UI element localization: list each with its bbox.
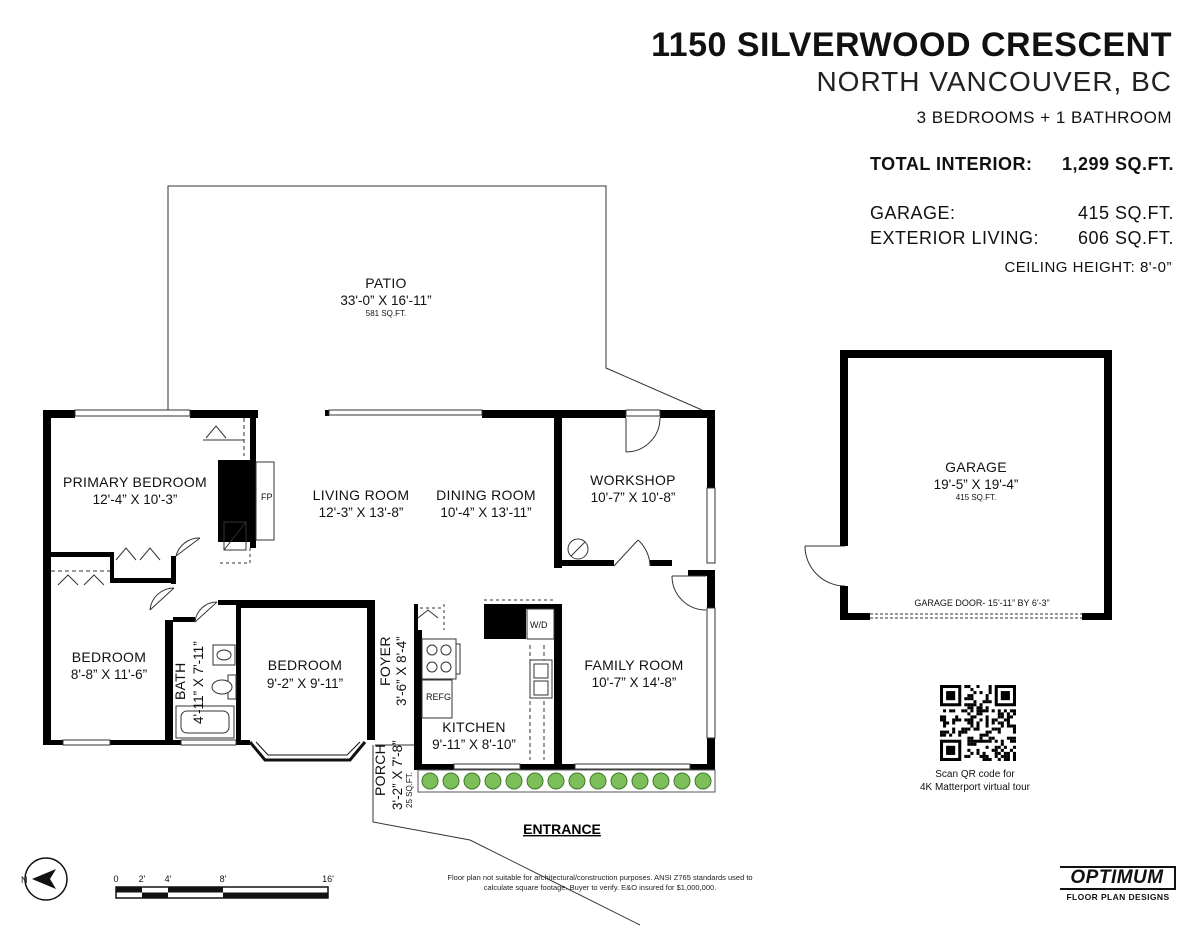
living-room-name: LIVING ROOM bbox=[313, 487, 410, 503]
bay-window bbox=[248, 741, 367, 762]
property-address: 1150 SILVERWOOD CRESCENT bbox=[651, 26, 1172, 64]
shrub-icon bbox=[694, 772, 712, 790]
qr-caption-line-2: 4K Matterport virtual tour bbox=[919, 782, 1031, 793]
porch-dims: 3'-2” X 7'-8” bbox=[390, 740, 405, 810]
disclaimer-line-2: calculate square footage. Buyer to verif… bbox=[483, 883, 717, 892]
bath-name: BATH bbox=[172, 663, 188, 701]
shrub-icon bbox=[589, 772, 607, 790]
dining-room-name: DINING ROOM bbox=[436, 487, 536, 503]
bedroom-left-name: BEDROOM bbox=[72, 649, 146, 665]
walls bbox=[43, 410, 715, 770]
total-interior-label: TOTAL INTERIOR: bbox=[870, 154, 1033, 174]
qr-caption-line-1: Scan QR code for bbox=[935, 769, 1015, 780]
property-city: NORTH VANCOUVER, BC bbox=[816, 66, 1172, 97]
ceiling-height: CEILING HEIGHT: 8'-0” bbox=[1004, 259, 1172, 276]
windows bbox=[62, 409, 716, 770]
bedroom-mid-dims: 9'-2” X 9'-11” bbox=[267, 676, 343, 691]
bedroom-left-dims: 8'-8” X 11'-6” bbox=[71, 667, 147, 682]
living-room-dims: 12'-3” X 13'-8” bbox=[319, 505, 404, 520]
scale-bar: 0 2' 4' 8' 16' bbox=[113, 874, 334, 899]
shrub-icon bbox=[505, 772, 523, 790]
garden-strip bbox=[417, 769, 716, 793]
foyer-dims: 3'-6” X 8'-4” bbox=[394, 636, 409, 706]
garage-walls bbox=[840, 350, 1112, 620]
garage-area-row: GARAGE: 415 SQ.FT. bbox=[870, 203, 1174, 224]
washer-dryer-label: W/D bbox=[530, 620, 548, 630]
family-room-dims: 10'-7” X 14'-8” bbox=[592, 675, 677, 690]
dining-room-dims: 10'-4” X 13'-11” bbox=[440, 505, 531, 520]
scale-label-0: 0 bbox=[113, 874, 118, 884]
brand-logo: OPTIMUM FLOOR PLAN DESIGNS bbox=[1060, 866, 1176, 902]
entrance-label: ENTRANCE bbox=[523, 821, 601, 837]
exterior-area-label: EXTERIOR LIVING: bbox=[870, 228, 1040, 248]
patio-outline bbox=[167, 185, 703, 413]
fireplace-label: FP bbox=[261, 492, 273, 502]
shrub-icon bbox=[652, 772, 670, 790]
garage-area: 415 SQ.FT. bbox=[956, 493, 996, 502]
shrub-icon bbox=[442, 772, 460, 790]
scale-label-8: 8' bbox=[220, 874, 227, 884]
shrub-icon bbox=[421, 772, 439, 790]
garage-area-label: GARAGE: bbox=[870, 203, 956, 223]
disclaimer: Floor plan not suitable for architectura… bbox=[430, 873, 770, 893]
foyer-name: FOYER bbox=[377, 636, 393, 686]
bedroom-mid-name: BEDROOM bbox=[268, 657, 342, 673]
shrub-icon bbox=[673, 772, 691, 790]
porch-name: PORCH bbox=[372, 744, 388, 796]
fridge-label: REFG bbox=[426, 692, 451, 702]
bath-fixtures bbox=[175, 644, 237, 739]
room-labels: PATIO 33'-0” X 16'-11” 581 SQ.FT. PRIMAR… bbox=[63, 275, 1050, 837]
garden-hedge bbox=[417, 769, 716, 793]
primary-bedroom-dims: 12'-4” X 10'-3” bbox=[93, 492, 178, 507]
garage-door-track bbox=[870, 613, 1082, 619]
doors bbox=[51, 417, 846, 926]
scale-label-2: 2' bbox=[139, 874, 146, 884]
disclaimer-line-1: Floor plan not suitable for architectura… bbox=[447, 873, 753, 882]
patio-dims: 33'-0” X 16'-11” bbox=[340, 293, 431, 308]
exterior-area-value: 606 SQ.FT. bbox=[1077, 228, 1174, 248]
scale-label-16: 16' bbox=[322, 874, 334, 884]
kitchen-dims: 9'-11” X 8'-10” bbox=[432, 737, 516, 752]
porch-area: 25 SQ.FT. bbox=[405, 772, 414, 808]
kitchen-name: KITCHEN bbox=[442, 719, 506, 735]
patio-area: 581 SQ.FT. bbox=[366, 309, 406, 318]
workshop-dims: 10'-7” X 10'-8” bbox=[591, 490, 676, 505]
shrub-icon bbox=[631, 772, 649, 790]
shrub-icon bbox=[526, 772, 544, 790]
brand-name: OPTIMUM bbox=[1060, 866, 1176, 890]
garage-door-label: GARAGE DOOR- 15'-11” BY 6'-3” bbox=[914, 598, 1049, 608]
garage-dims: 19'-5” X 19'-4” bbox=[934, 477, 1019, 492]
qr-code[interactable] bbox=[940, 685, 1016, 761]
shrub-icon bbox=[484, 772, 502, 790]
exterior-area-row: EXTERIOR LIVING: 606 SQ.FT. bbox=[870, 228, 1174, 249]
brand-tagline: FLOOR PLAN DESIGNS bbox=[1066, 892, 1170, 902]
primary-bedroom-name: PRIMARY BEDROOM bbox=[63, 474, 207, 490]
shrub-icon bbox=[610, 772, 628, 790]
total-interior-value: 1,299 SQ.FT. bbox=[1061, 154, 1174, 174]
compass: N bbox=[21, 857, 68, 901]
shrub-icon bbox=[568, 772, 586, 790]
bath-dims: 4'-11” X 7'-11” bbox=[191, 641, 206, 724]
patio-name: PATIO bbox=[365, 275, 406, 291]
scale-label-4: 4' bbox=[165, 874, 172, 884]
family-room-name: FAMILY ROOM bbox=[584, 657, 683, 673]
shrub-icon bbox=[547, 772, 565, 790]
total-interior-row: TOTAL INTERIOR: 1,299 SQ.FT. bbox=[870, 154, 1174, 175]
compass-north-label: N bbox=[21, 875, 28, 885]
qr-caption: Scan QR code for 4K Matterport virtual t… bbox=[900, 768, 1050, 794]
bedrooms-bathrooms: 3 BEDROOMS + 1 BATHROOM bbox=[916, 108, 1172, 127]
garage-name: GARAGE bbox=[945, 459, 1007, 475]
shrub-icon bbox=[463, 772, 481, 790]
workshop-name: WORKSHOP bbox=[590, 472, 676, 488]
kitchen-fixtures bbox=[421, 638, 553, 760]
garage-area-value: 415 SQ.FT. bbox=[1077, 203, 1174, 223]
